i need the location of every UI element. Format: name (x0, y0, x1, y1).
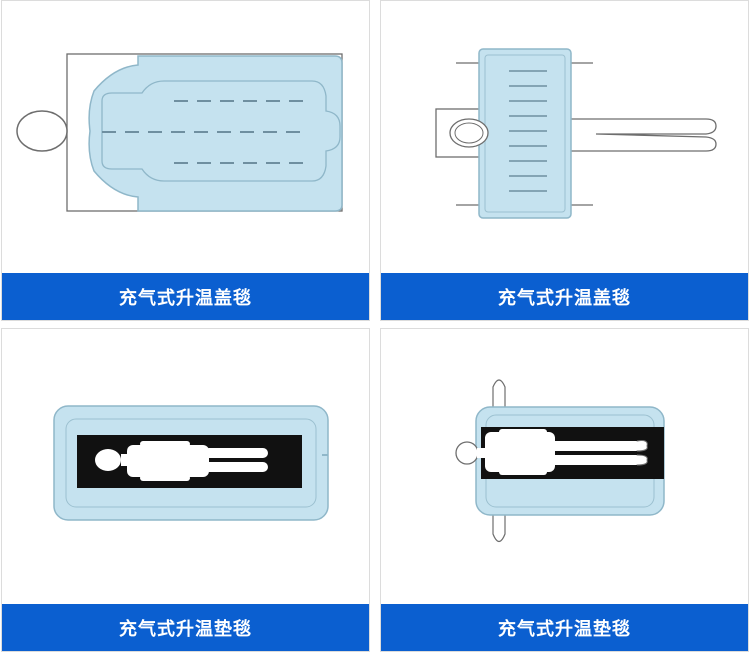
upper-body-blanket-illustration (435, 48, 717, 219)
product-card-upper-underbody-pad[interactable]: 充气式升温垫毯 (380, 328, 749, 652)
product-caption: 充气式升温垫毯 (381, 604, 748, 651)
product-card-overbody-blanket[interactable]: 充气式升温盖毯 (1, 0, 370, 321)
product-caption: 充气式升温垫毯 (2, 604, 369, 651)
product-caption: 充气式升温盖毯 (381, 273, 748, 320)
product-card-upper-body-blanket[interactable]: 充气式升温盖毯 (380, 0, 749, 321)
upper-underbody-pad-illustration (455, 379, 665, 543)
product-caption: 充气式升温盖毯 (2, 273, 369, 320)
full-underbody-pad-illustration (53, 405, 329, 521)
product-card-full-underbody-pad[interactable]: 充气式升温垫毯 (1, 328, 370, 652)
overbody-blanket-illustration (16, 53, 343, 212)
